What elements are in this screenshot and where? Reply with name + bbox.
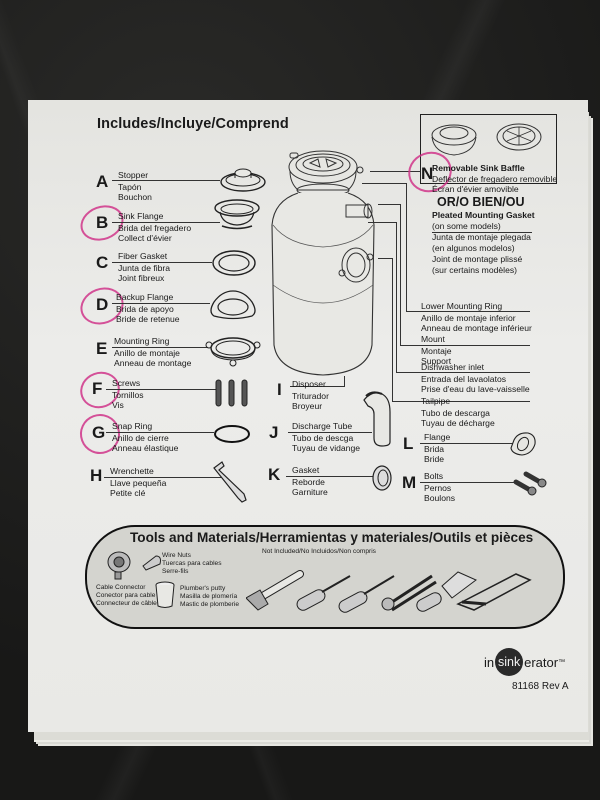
- or-separator: OR/O BIEN/OU: [437, 195, 525, 209]
- leader-line: [400, 204, 401, 345]
- part-label-n-alt: Pleated Mounting Gasket (on some models)…: [432, 210, 535, 275]
- tools-illustrations: [246, 570, 532, 613]
- part-letter-i: I: [277, 380, 282, 399]
- mounting-ring-icon: [205, 337, 261, 367]
- leader-line: [112, 347, 208, 348]
- hammer-icon: [246, 570, 304, 611]
- page-title: Includes/Incluye/Comprend: [97, 116, 289, 132]
- fiber-gasket-icon: [212, 250, 256, 276]
- leader-line: [420, 443, 514, 444]
- snap-ring-icon: [214, 425, 250, 443]
- leader-line: [344, 376, 345, 386]
- wire-nuts-label: Wire Nuts Tuercas para cables Serre-fils: [162, 552, 222, 575]
- part-letter-l: L: [403, 434, 414, 453]
- leader-line: [112, 262, 212, 263]
- document-number: 81168 Rev A: [512, 681, 569, 692]
- leader-line: [286, 476, 376, 477]
- leader-line: [290, 386, 345, 387]
- phillips-screwdriver-icon: [338, 575, 395, 613]
- not-included-note: Not Included/No Incluidos/Non compris: [262, 548, 376, 555]
- divider: [432, 232, 532, 233]
- flat-screwdriver-icon: [296, 575, 351, 611]
- bolts-icon: [513, 471, 547, 496]
- leader-line: [106, 432, 214, 433]
- leader-line: [396, 222, 397, 372]
- leader-line: [288, 432, 372, 433]
- leader-line: [112, 303, 210, 304]
- leader-line: [392, 401, 530, 402]
- tools-title: Tools and Materials/Herramientas y mater…: [130, 530, 534, 545]
- sink-flange-icon: [214, 199, 260, 230]
- part-letter-j: J: [269, 423, 279, 442]
- leader-line: [378, 258, 392, 259]
- leader-line: [362, 183, 406, 184]
- part-n-inset-box: [420, 114, 557, 184]
- stopper-icon: [220, 168, 266, 192]
- leader-line: [106, 389, 216, 390]
- wrenchette-icon: [213, 461, 247, 503]
- part-letter-c: C: [96, 253, 109, 272]
- leader-line: [406, 311, 530, 312]
- leader-line: [420, 482, 518, 483]
- part-letter-e: E: [96, 339, 108, 358]
- gasket-icon: [372, 465, 392, 491]
- leader-line: [104, 477, 224, 478]
- part-letter-m: M: [402, 473, 417, 492]
- flange-icon: [510, 432, 536, 456]
- screws-icon: [215, 379, 248, 407]
- leader-line: [112, 222, 220, 223]
- backup-flange-icon: [210, 290, 256, 320]
- cable-connector-icon: [107, 551, 131, 580]
- leader-line: [392, 258, 393, 401]
- hacksaw-icon: [456, 573, 532, 611]
- cable-connector-label: Cable Connector Conector para cable Conn…: [96, 584, 157, 607]
- leader-line: [368, 222, 396, 223]
- part-letter-h: H: [90, 466, 103, 485]
- leader-line: [112, 180, 220, 181]
- part-letter-d: D: [96, 295, 109, 314]
- discharge-tube-icon: [363, 391, 391, 447]
- leader-line: [378, 204, 400, 205]
- part-letter-b: B: [96, 213, 109, 232]
- leader-line: [396, 372, 530, 373]
- leader-line: [400, 345, 530, 346]
- plumbers-putty-icon: [155, 581, 175, 608]
- part-letter-a: A: [96, 172, 109, 191]
- baffle-gasket-icons: [431, 123, 542, 156]
- part-letter-n: N: [421, 164, 434, 183]
- putty-knife-icon: [416, 571, 477, 612]
- disposer-illustration: [271, 150, 375, 376]
- tools-materials-panel: [85, 525, 565, 629]
- leader-line: [370, 171, 420, 172]
- pliers-icon: [381, 574, 437, 612]
- wire-nut-icon: [142, 555, 161, 571]
- part-label-n: Removable Sink Baffle Deflector de frega…: [432, 163, 558, 194]
- leader-line: [406, 183, 407, 311]
- part-letter-g: G: [92, 423, 106, 442]
- part-letter-k: K: [268, 465, 281, 484]
- plumbers-putty-label: Plumber's putty Masilla de plomería Mast…: [180, 585, 240, 608]
- part-letter-f: F: [92, 379, 103, 398]
